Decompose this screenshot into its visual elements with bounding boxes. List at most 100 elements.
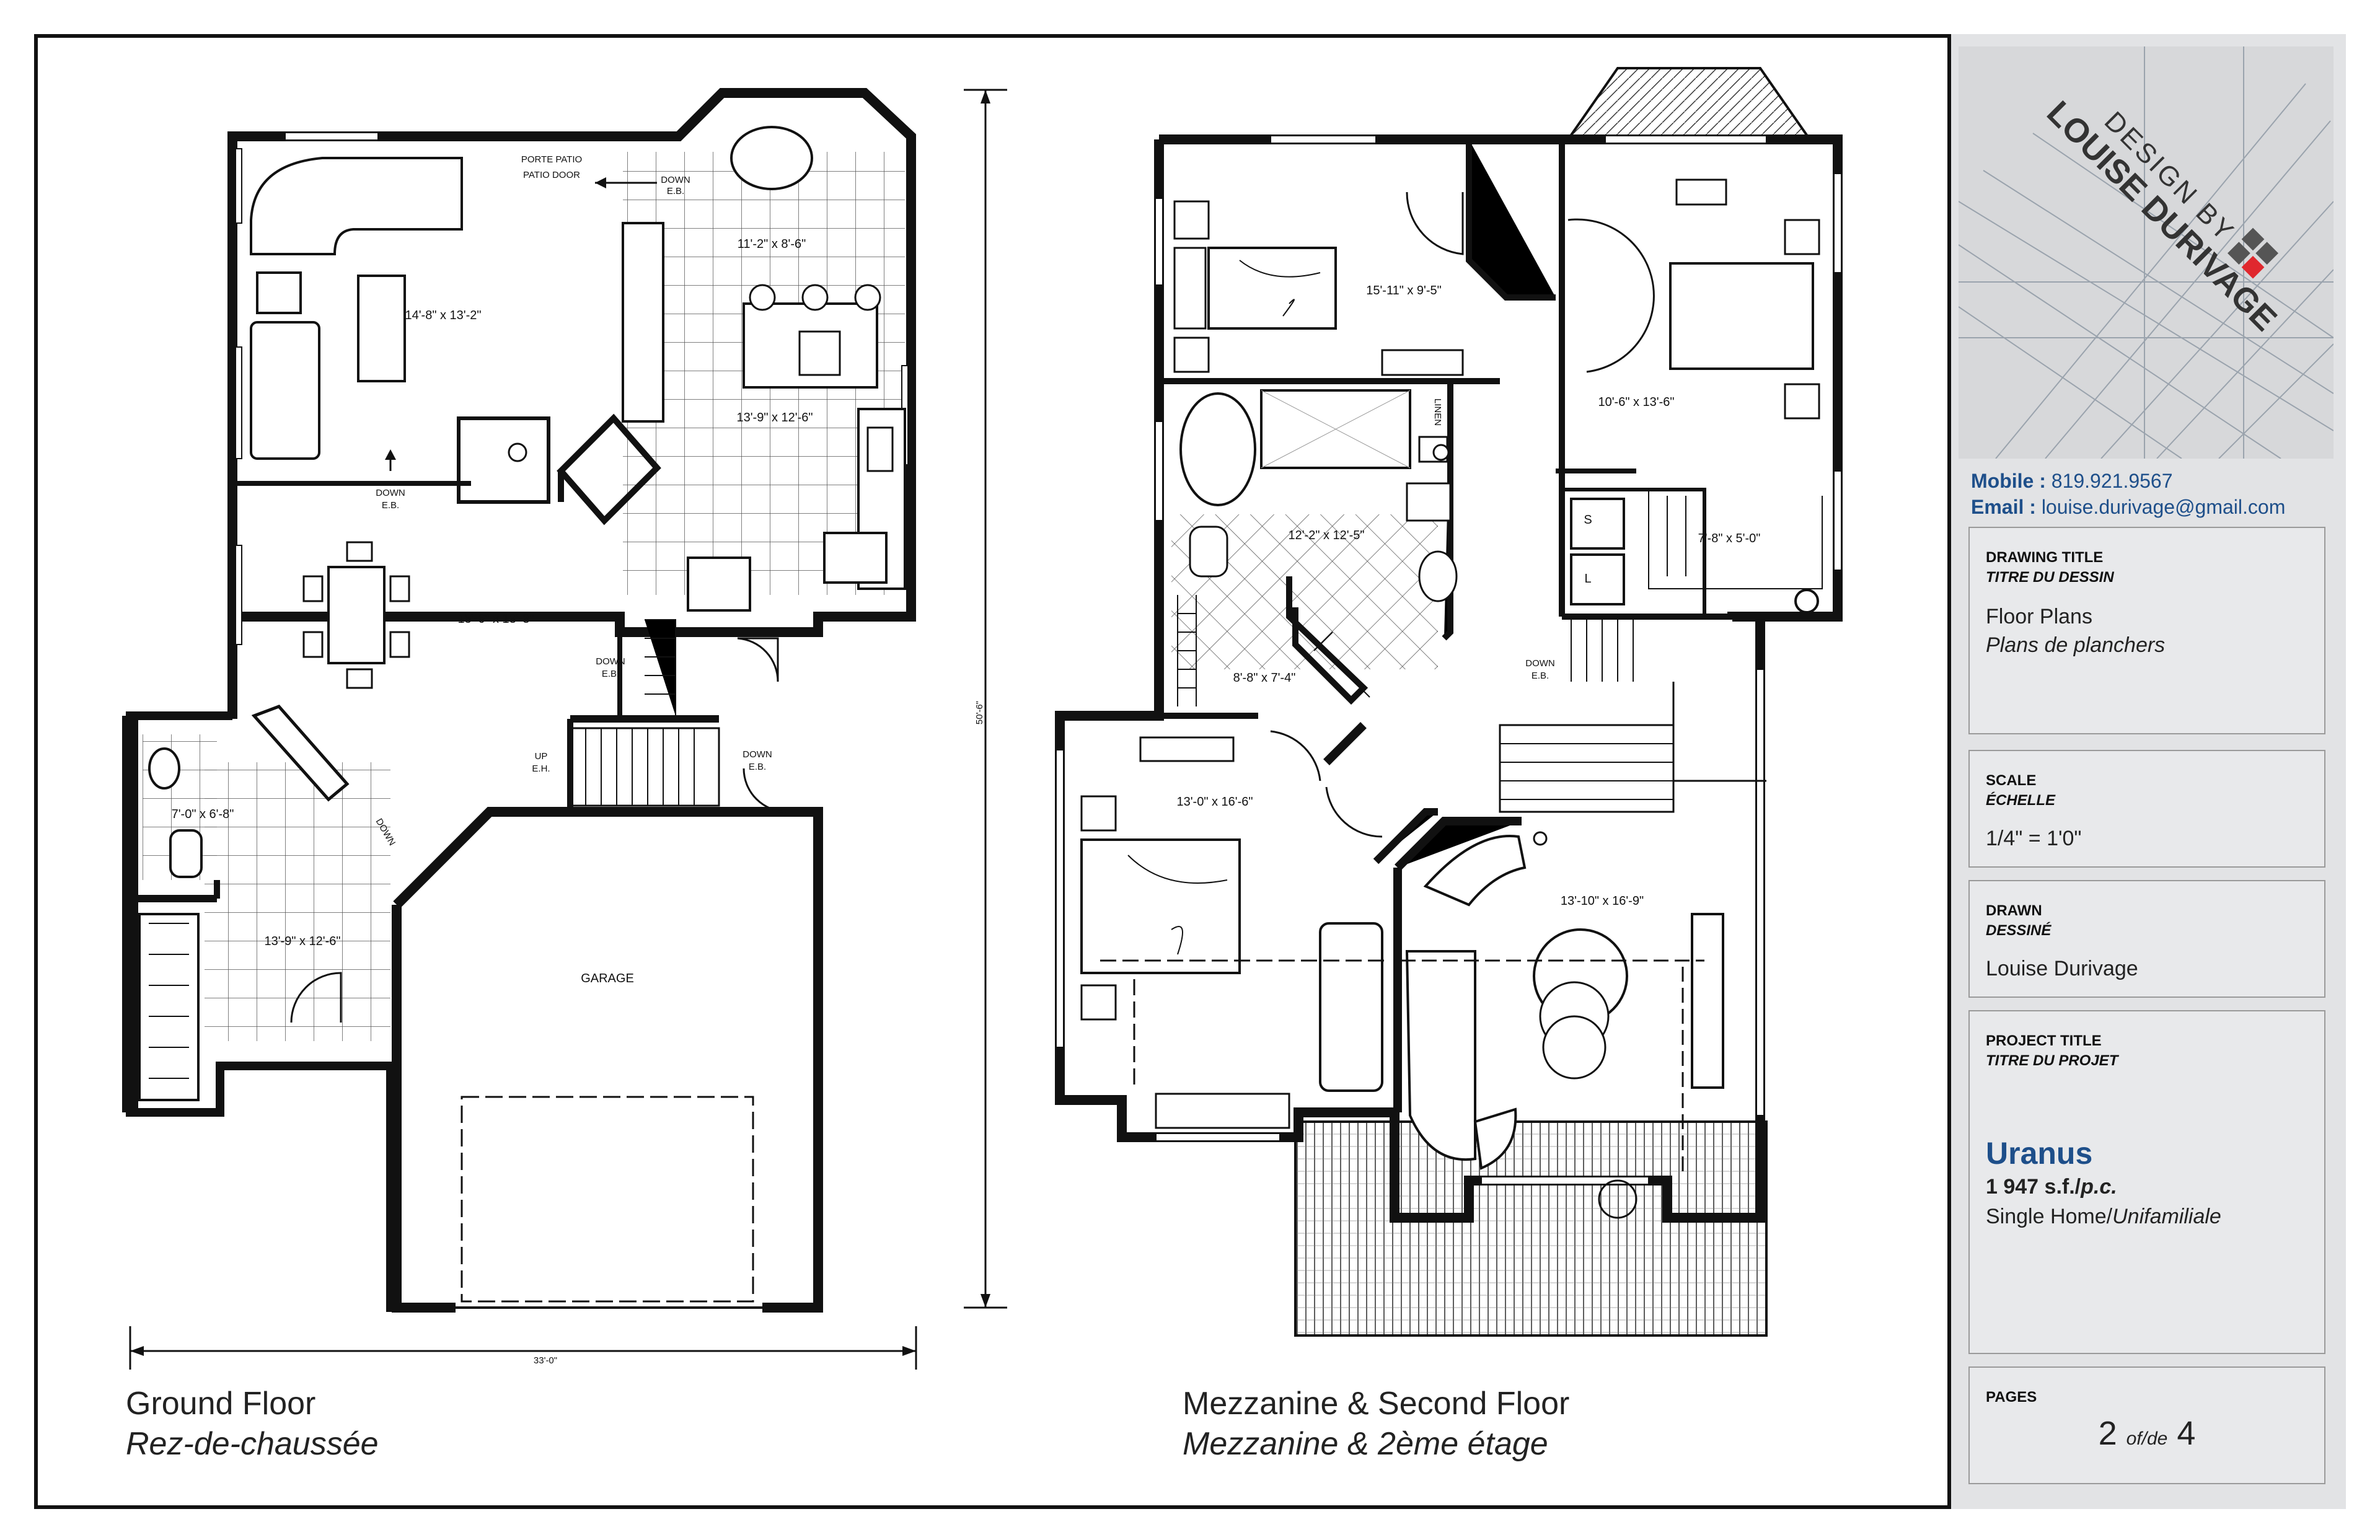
ground-main-wall <box>227 88 916 637</box>
pages-current: 2 <box>2098 1415 2117 1452</box>
garage-wall <box>393 807 823 1313</box>
bathtub <box>1179 392 1256 506</box>
room-label-entry: 13'-9" x 12'-6" <box>264 935 340 948</box>
drawn-box: DRAWN DESSINÉ Louise Durivage <box>1968 880 2325 998</box>
mezz-chair <box>1423 835 1527 907</box>
living-sofa <box>250 321 320 460</box>
dimension-width: 33'-0" <box>534 1355 557 1366</box>
dimension-depth: 50'-6" <box>974 701 985 724</box>
drawing-title-heading-fr: TITRE DU DESSIN <box>1986 569 2114 586</box>
note-eb-stair: E.B. <box>602 669 619 679</box>
room-label-kitchen: 13'-9" x 12'-6" <box>736 411 813 425</box>
scale-heading-fr: ÉCHELLE <box>1986 792 2056 809</box>
project-heading-fr: TITRE DU PROJET <box>1986 1052 2118 1069</box>
project-type-value: Single Home/ <box>1986 1205 2113 1228</box>
ground-floor-plan <box>122 88 1007 1370</box>
dryer <box>1570 553 1625 605</box>
note-washer: S <box>1584 513 1592 527</box>
room-label-dining: 15'-6" x 13'-3" <box>457 612 534 626</box>
second-floor-plan <box>1055 67 1843 1337</box>
drawing-title-value-fr: Plans de planchers <box>1986 633 2166 657</box>
dining-table <box>327 566 386 664</box>
room-label-master: 13'-0" x 16'-6" <box>1176 795 1253 809</box>
room-label-bedroom1: 15'-11" x 9'-5" <box>1366 284 1442 297</box>
living-sectional-sofa <box>250 157 463 255</box>
pages-box: PAGES 2 of/de 4 <box>1968 1366 2325 1484</box>
garage-west-wall <box>392 905 456 1313</box>
master-sofa <box>1319 922 1383 1092</box>
note-eh: E.H. <box>532 763 550 774</box>
pantry-counter <box>622 222 664 423</box>
drawing-title-box: DRAWING TITLE TITRE DU DESSIN Floor Plan… <box>1968 527 2325 734</box>
project-box: PROJECT TITLE TITRE DU PROJET Uranus 1 9… <box>1968 1010 2325 1354</box>
logo-designer-name: LOUISE DURIVAGE <box>2040 94 2284 338</box>
drawn-value: Louise Durivage <box>1986 957 2138 980</box>
email-label: Email : <box>1971 496 2036 518</box>
scale-heading: SCALE <box>1986 772 2037 789</box>
patio-door-label-fr: PORTE PATIO <box>521 154 582 165</box>
kitchen-sink <box>866 426 894 472</box>
project-heading: PROJECT TITLE <box>1986 1032 2102 1049</box>
roof-bay <box>1566 67 1812 141</box>
stove <box>823 532 888 584</box>
room-label-nook: 11'-2" x 8'-6" <box>738 237 806 251</box>
washer <box>1570 498 1625 550</box>
pages-heading: PAGES <box>1986 1389 2037 1406</box>
second-floor-stairs <box>1499 620 1766 813</box>
bed-bedroom2 <box>1669 262 1814 370</box>
room-label-bedroom2: 10'-6" x 13'-6" <box>1598 395 1674 409</box>
room-label-walkin: 8'-8" x 7'-4" <box>1233 671 1296 685</box>
drawn-heading-fr: DESSINÉ <box>1986 922 2052 939</box>
designer-logo: DESIGN BY LOUISE DURIVAGE <box>1959 46 2334 459</box>
second-floor-subtitle: Mezzanine & 2ème étage <box>1183 1426 1548 1462</box>
mobile-label: Mobile : <box>1971 470 2046 492</box>
note-linen: LINEN <box>1432 398 1443 426</box>
room-label-powder: 7'-0" x 6'-8" <box>172 807 234 821</box>
note-dryer: L <box>1584 572 1591 586</box>
project-name: Uranus <box>1986 1136 2093 1171</box>
fireplace <box>457 416 550 504</box>
garage-door-swing <box>461 1096 754 1303</box>
note-down-garage: DOWN <box>743 749 772 760</box>
ground-floor-title: Ground Floor <box>126 1386 316 1422</box>
coffee-table <box>357 275 406 382</box>
note-down-second: DOWN <box>1525 658 1555 669</box>
patio-door-label-en: PATIO DOOR <box>523 170 580 180</box>
email-value[interactable]: louise.durivage@gmail.com <box>2041 496 2286 518</box>
floor-plans-drawing: 14'-8" x 13'-2" 11'-2" x 8'-6" 13'-9" x … <box>122 67 1843 1370</box>
note-down-stair: DOWN <box>596 656 625 667</box>
second-floor-title: Mezzanine & Second Floor <box>1183 1386 1570 1422</box>
note-up: UP <box>535 751 548 762</box>
drawing-title-heading: DRAWING TITLE <box>1986 549 2104 566</box>
contact-mobile: Mobile : 819.921.9567 <box>1971 470 2173 493</box>
pages-total: 4 <box>2177 1415 2196 1452</box>
ground-dimension-lines <box>129 89 1007 1370</box>
scale-value: 1/4" = 1'0" <box>1986 827 2082 850</box>
deck <box>1294 1120 1768 1337</box>
pages-count: 2 of/de 4 <box>1970 1414 2324 1453</box>
room-label-mezzanine: 13'-10" x 16'-9" <box>1561 894 1644 908</box>
note-eb-garage: E.B. <box>749 762 766 772</box>
note-eb-living: E.B. <box>382 500 399 511</box>
nook-table <box>730 126 813 190</box>
project-type: Single Home/Unifamiliale <box>1986 1205 2221 1229</box>
room-label-bath: 12'-2" x 12'-5" <box>1288 529 1364 542</box>
bed-bedroom1 <box>1207 247 1337 330</box>
project-area-value: 1 947 s.f./ <box>1986 1175 2081 1199</box>
note-down-nook: DOWN <box>661 175 690 185</box>
drawn-heading: DRAWN <box>1986 902 2042 919</box>
drawing-title-value: Floor Plans <box>1986 605 2092 628</box>
plant-icon <box>1598 1179 1637 1219</box>
scale-box: SCALE ÉCHELLE 1/4" = 1'0" <box>1968 750 2325 868</box>
note-eb-second: E.B. <box>1532 671 1549 681</box>
note-down-living: DOWN <box>376 488 405 498</box>
contact-email: Email : louise.durivage@gmail.com <box>1971 496 2285 519</box>
room-label-laundry: 7'-8" x 5'-0" <box>1698 532 1761 545</box>
entry-tile-floor <box>205 762 390 1041</box>
project-area: 1 947 s.f./p.c. <box>1986 1175 2117 1199</box>
bed-master <box>1080 838 1241 974</box>
ground-floor-subtitle: Rez-de-chaussée <box>126 1426 379 1462</box>
note-eb-nook: E.B. <box>667 186 684 196</box>
mobile-value[interactable]: 819.921.9567 <box>2051 470 2173 492</box>
pages-separator: of/de <box>2126 1428 2168 1449</box>
